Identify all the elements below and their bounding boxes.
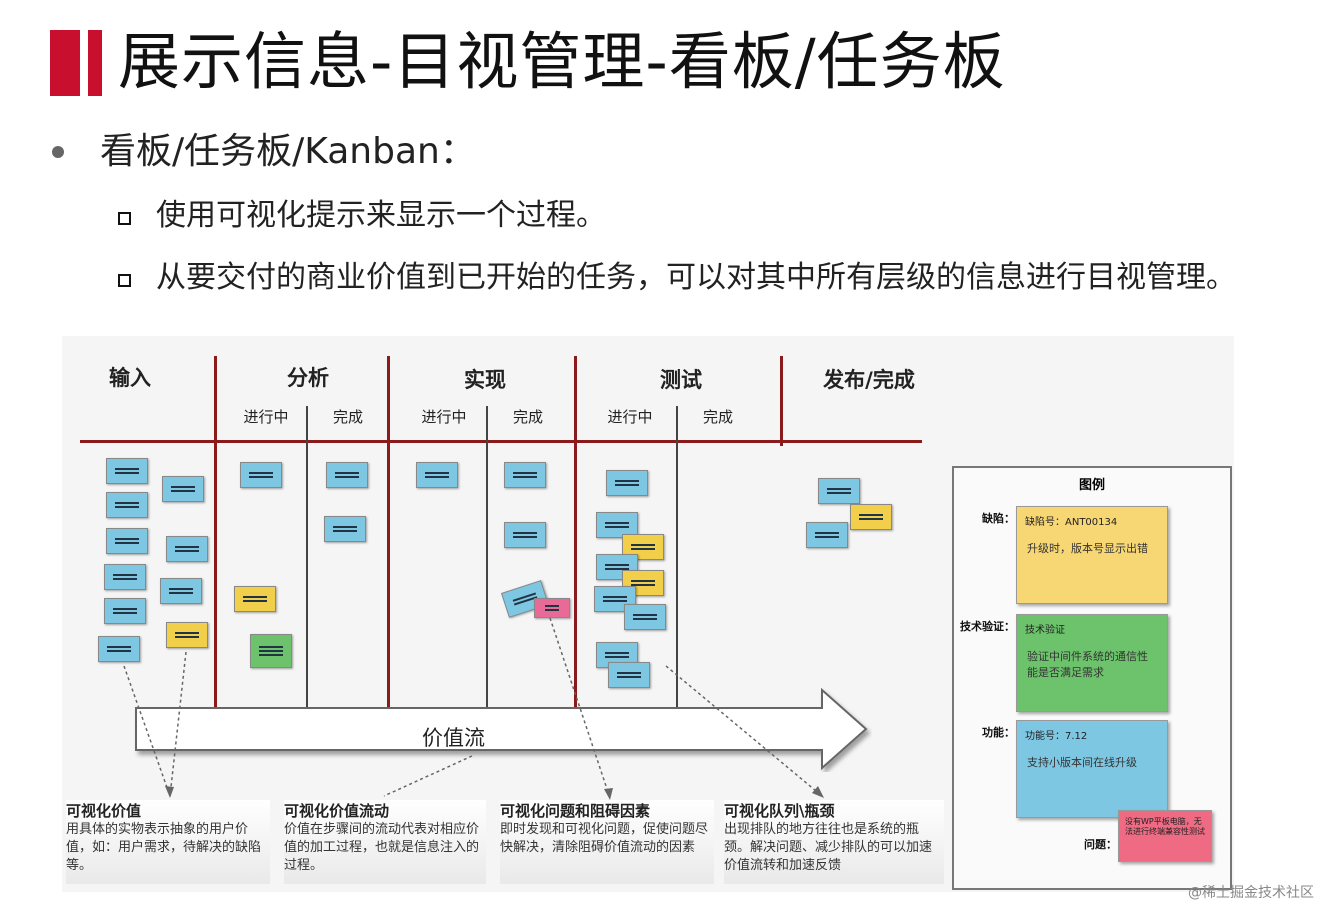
value-stream-label: 价值流 [422,726,485,750]
task-card [106,458,148,484]
legend-card-body: 支持小版本间在线升级 [1027,756,1137,769]
page-title: 展示信息-目视管理-看板/任务板 [118,25,1006,98]
subcolumn-divider [676,406,678,714]
sub-bullet-2: 从要交付的商业价值到已开始的任务，可以对其中所有层级的信息进行目视管理。 [156,260,1236,295]
column-header-analysis: 分析 [287,366,329,390]
caption-visualize-issues: 可视化问题和阻碍因素 即时发现和可视化问题，促使问题尽快解决，清除阻碍价值流动的… [500,800,714,884]
subcolumn-divider [486,406,488,714]
subheader-test-doing: 进行中 [607,408,653,426]
title-accent-bar [50,30,102,96]
caption-title: 可视化价值 [66,802,142,820]
value-stream-arrow [135,687,868,771]
column-divider [387,356,390,714]
subheader-analysis-doing: 进行中 [243,408,289,426]
task-card [104,598,146,624]
legend-card-head: 没有WP平板电脑，无法进行终端兼容性测试 [1125,817,1205,836]
defect-card [166,622,208,648]
tech-verify-card [250,634,292,668]
column-header-implement: 实现 [464,368,506,392]
column-divider [574,356,577,714]
subheader-implement-done: 完成 [512,408,543,426]
task-card [106,528,148,554]
column-divider [214,356,217,714]
task-card [240,462,282,488]
caption-visualize-queue: 可视化队列\瓶颈 出现排队的地方往往也是系统的瓶颈。解决问题、减少排队的可以加速… [724,800,944,884]
subheader-test-done: 完成 [702,408,733,426]
subheader-implement-doing: 进行中 [421,408,467,426]
site-watermark: @稀土掘金技术社区 [1188,885,1314,901]
legend-label-tech: 技术验证： [960,620,1015,633]
task-card [606,470,648,496]
sub-bullet-marker [118,274,131,287]
sub-bullet-1: 使用可视化提示来显示一个过程。 [156,198,606,233]
task-card [504,462,546,488]
caption-visualize-value: 可视化价值 用具体的实物表示抽象的用户价值，如：用户需求，待解决的缺陷等。 [66,800,270,884]
legend-label-defect: 缺陷： [982,512,1015,525]
column-header-test: 测试 [660,368,702,392]
task-card [504,522,546,548]
header-divider [80,440,922,443]
task-card [608,662,650,688]
column-header-input: 输入 [109,366,151,390]
legend-card-head: 技术验证 [1025,625,1065,636]
task-card [624,604,666,630]
task-card [324,516,366,542]
caption-text: 即时发现和可视化问题，促使问题尽快解决，清除阻碍价值流动的因素 [500,822,709,855]
legend-title: 图例 [1078,478,1105,493]
subheader-analysis-done: 完成 [332,408,363,426]
defect-card [622,570,664,596]
caption-title: 可视化队列\瓶颈 [724,802,835,820]
legend-card-head: 功能号：7.12 [1025,731,1088,742]
task-card [162,476,204,502]
caption-text: 价值在步骤间的流动代表对相应价值的加工过程，也就是信息注入的过程。 [284,822,480,873]
legend-label-feature: 功能： [982,726,1015,739]
caption-visualize-flow: 可视化价值流动 价值在步骤间的流动代表对相应价值的加工过程，也就是信息注入的过程… [284,800,486,884]
subcolumn-divider [306,406,308,714]
legend-label-issue: 问题： [1084,838,1117,851]
task-card [806,522,848,548]
legend-card-body: 验证中间件系统的通信性能是否满足需求 [1027,650,1148,679]
bullet-dot [52,146,64,158]
sub-bullet-marker [118,212,131,225]
legend-feature-card: 功能号：7.12 支持小版本间在线升级 [1016,720,1168,818]
task-card [104,564,146,590]
task-card [166,536,208,562]
task-card [596,512,638,538]
task-card [326,462,368,488]
legend-card-head: 缺陷号：ANT00134 [1025,517,1118,528]
defect-card [234,586,276,612]
task-card [160,578,202,604]
caption-text: 用具体的实物表示抽象的用户价值，如：用户需求，待解决的缺陷等。 [66,822,262,873]
pointer-lines [123,617,824,800]
issue-card [534,598,570,618]
task-card [416,462,458,488]
task-card [98,636,140,662]
legend-issue-card: 没有WP平板电脑，无法进行终端兼容性测试 [1118,810,1212,862]
defect-card [850,504,892,530]
legend-defect-card: 缺陷号：ANT00134 升级时，版本号显示出错 [1016,506,1168,604]
column-divider [780,356,783,446]
task-card [818,478,860,504]
caption-title: 可视化问题和阻碍因素 [500,802,651,820]
caption-text: 出现排队的地方往往也是系统的瓶颈。解决问题、减少排队的可以加速价值流转和加速反馈 [724,822,933,873]
task-card [106,492,148,518]
legend-panel: 图例 缺陷： 缺陷号：ANT00134 升级时，版本号显示出错 技术验证： 技术… [952,466,1232,890]
caption-title: 可视化价值流动 [284,802,390,820]
column-header-release: 发布/完成 [823,368,915,392]
legend-card-body: 升级时，版本号显示出错 [1027,542,1148,555]
bullet-main: 看板/任务板/Kanban： [100,131,476,172]
defect-card [622,534,664,560]
legend-tech-card: 技术验证 验证中间件系统的通信性能是否满足需求 [1016,614,1168,712]
